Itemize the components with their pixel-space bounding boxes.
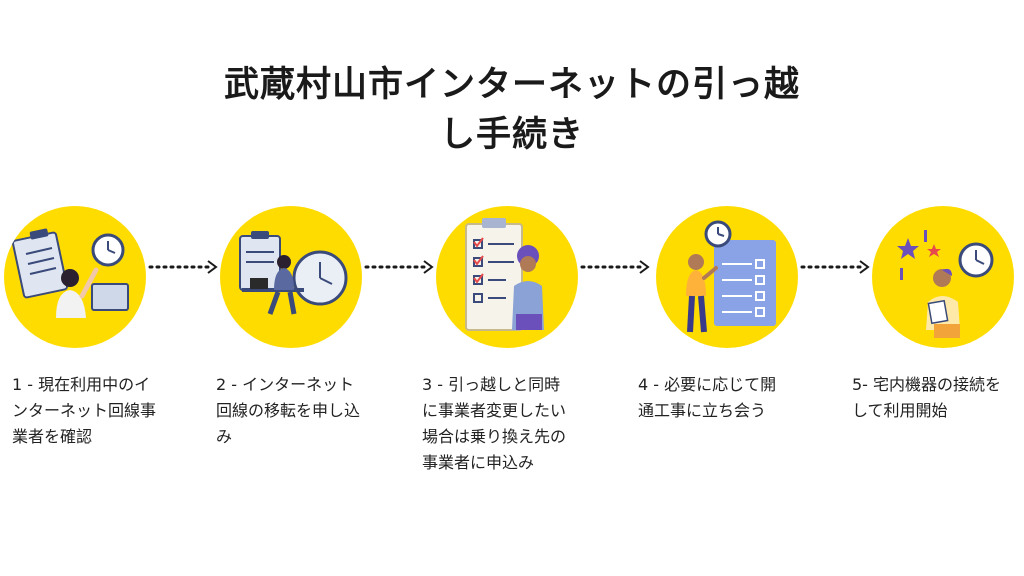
step-5-line-2: して利用開始: [852, 401, 948, 420]
step-3-line-4: 事業者に申込み: [422, 453, 535, 472]
step-1-line-1: 1 - 現在利用中のイ: [12, 375, 151, 394]
step-2-line-2: 回線の移転を申し込: [216, 401, 361, 420]
step-4-line-1: 4 - 必要に応じて開: [638, 375, 777, 394]
step-1-description: 1 - 現在利用中のイ ンターネット回線事 業者を確認: [12, 372, 192, 450]
step-1-illustration: [4, 206, 146, 348]
connector-arrow-1: [148, 259, 220, 275]
step-1-line-3: 業者を確認: [12, 427, 93, 446]
title-line-2: し手続き: [439, 115, 584, 155]
step-1-line-2: ンターネット回線事: [12, 401, 157, 420]
step-5-illustration: [872, 206, 1014, 348]
step-4-description: 4 - 必要に応じて開 通工事に立ち会う: [638, 372, 818, 424]
step-3-line-3: 場合は乗り換え先の: [422, 427, 567, 446]
step-3-line-2: に事業者変更したい: [422, 401, 567, 420]
step-3-line-1: 3 - 引っ越しと同時: [422, 375, 561, 394]
step-3-description: 3 - 引っ越しと同時 に事業者変更したい 場合は乗り換え先の 事業者に申込み: [422, 372, 602, 476]
connector-arrow-4: [800, 259, 872, 275]
step-5-description: 5- 宅内機器の接続を して利用開始: [852, 372, 1024, 424]
step-4-illustration: [656, 206, 798, 348]
step-2-line-1: 2 - インターネット: [216, 375, 355, 394]
connector-arrow-3: [580, 259, 652, 275]
step-2-description: 2 - インターネット 回線の移転を申し込 み: [216, 372, 396, 450]
step-4-line-2: 通工事に立ち会う: [638, 401, 767, 420]
page-title: 武蔵村山市インターネットの引っ越 し手続き: [0, 60, 1024, 160]
step-2-line-3: み: [216, 427, 233, 446]
connector-arrow-2: [364, 259, 436, 275]
title-line-1: 武蔵村山市インターネットの引っ越: [223, 65, 800, 105]
step-5-line-1: 5- 宅内機器の接続を: [852, 375, 1002, 394]
step-2-illustration: [220, 206, 362, 348]
step-3-illustration: [436, 206, 578, 348]
